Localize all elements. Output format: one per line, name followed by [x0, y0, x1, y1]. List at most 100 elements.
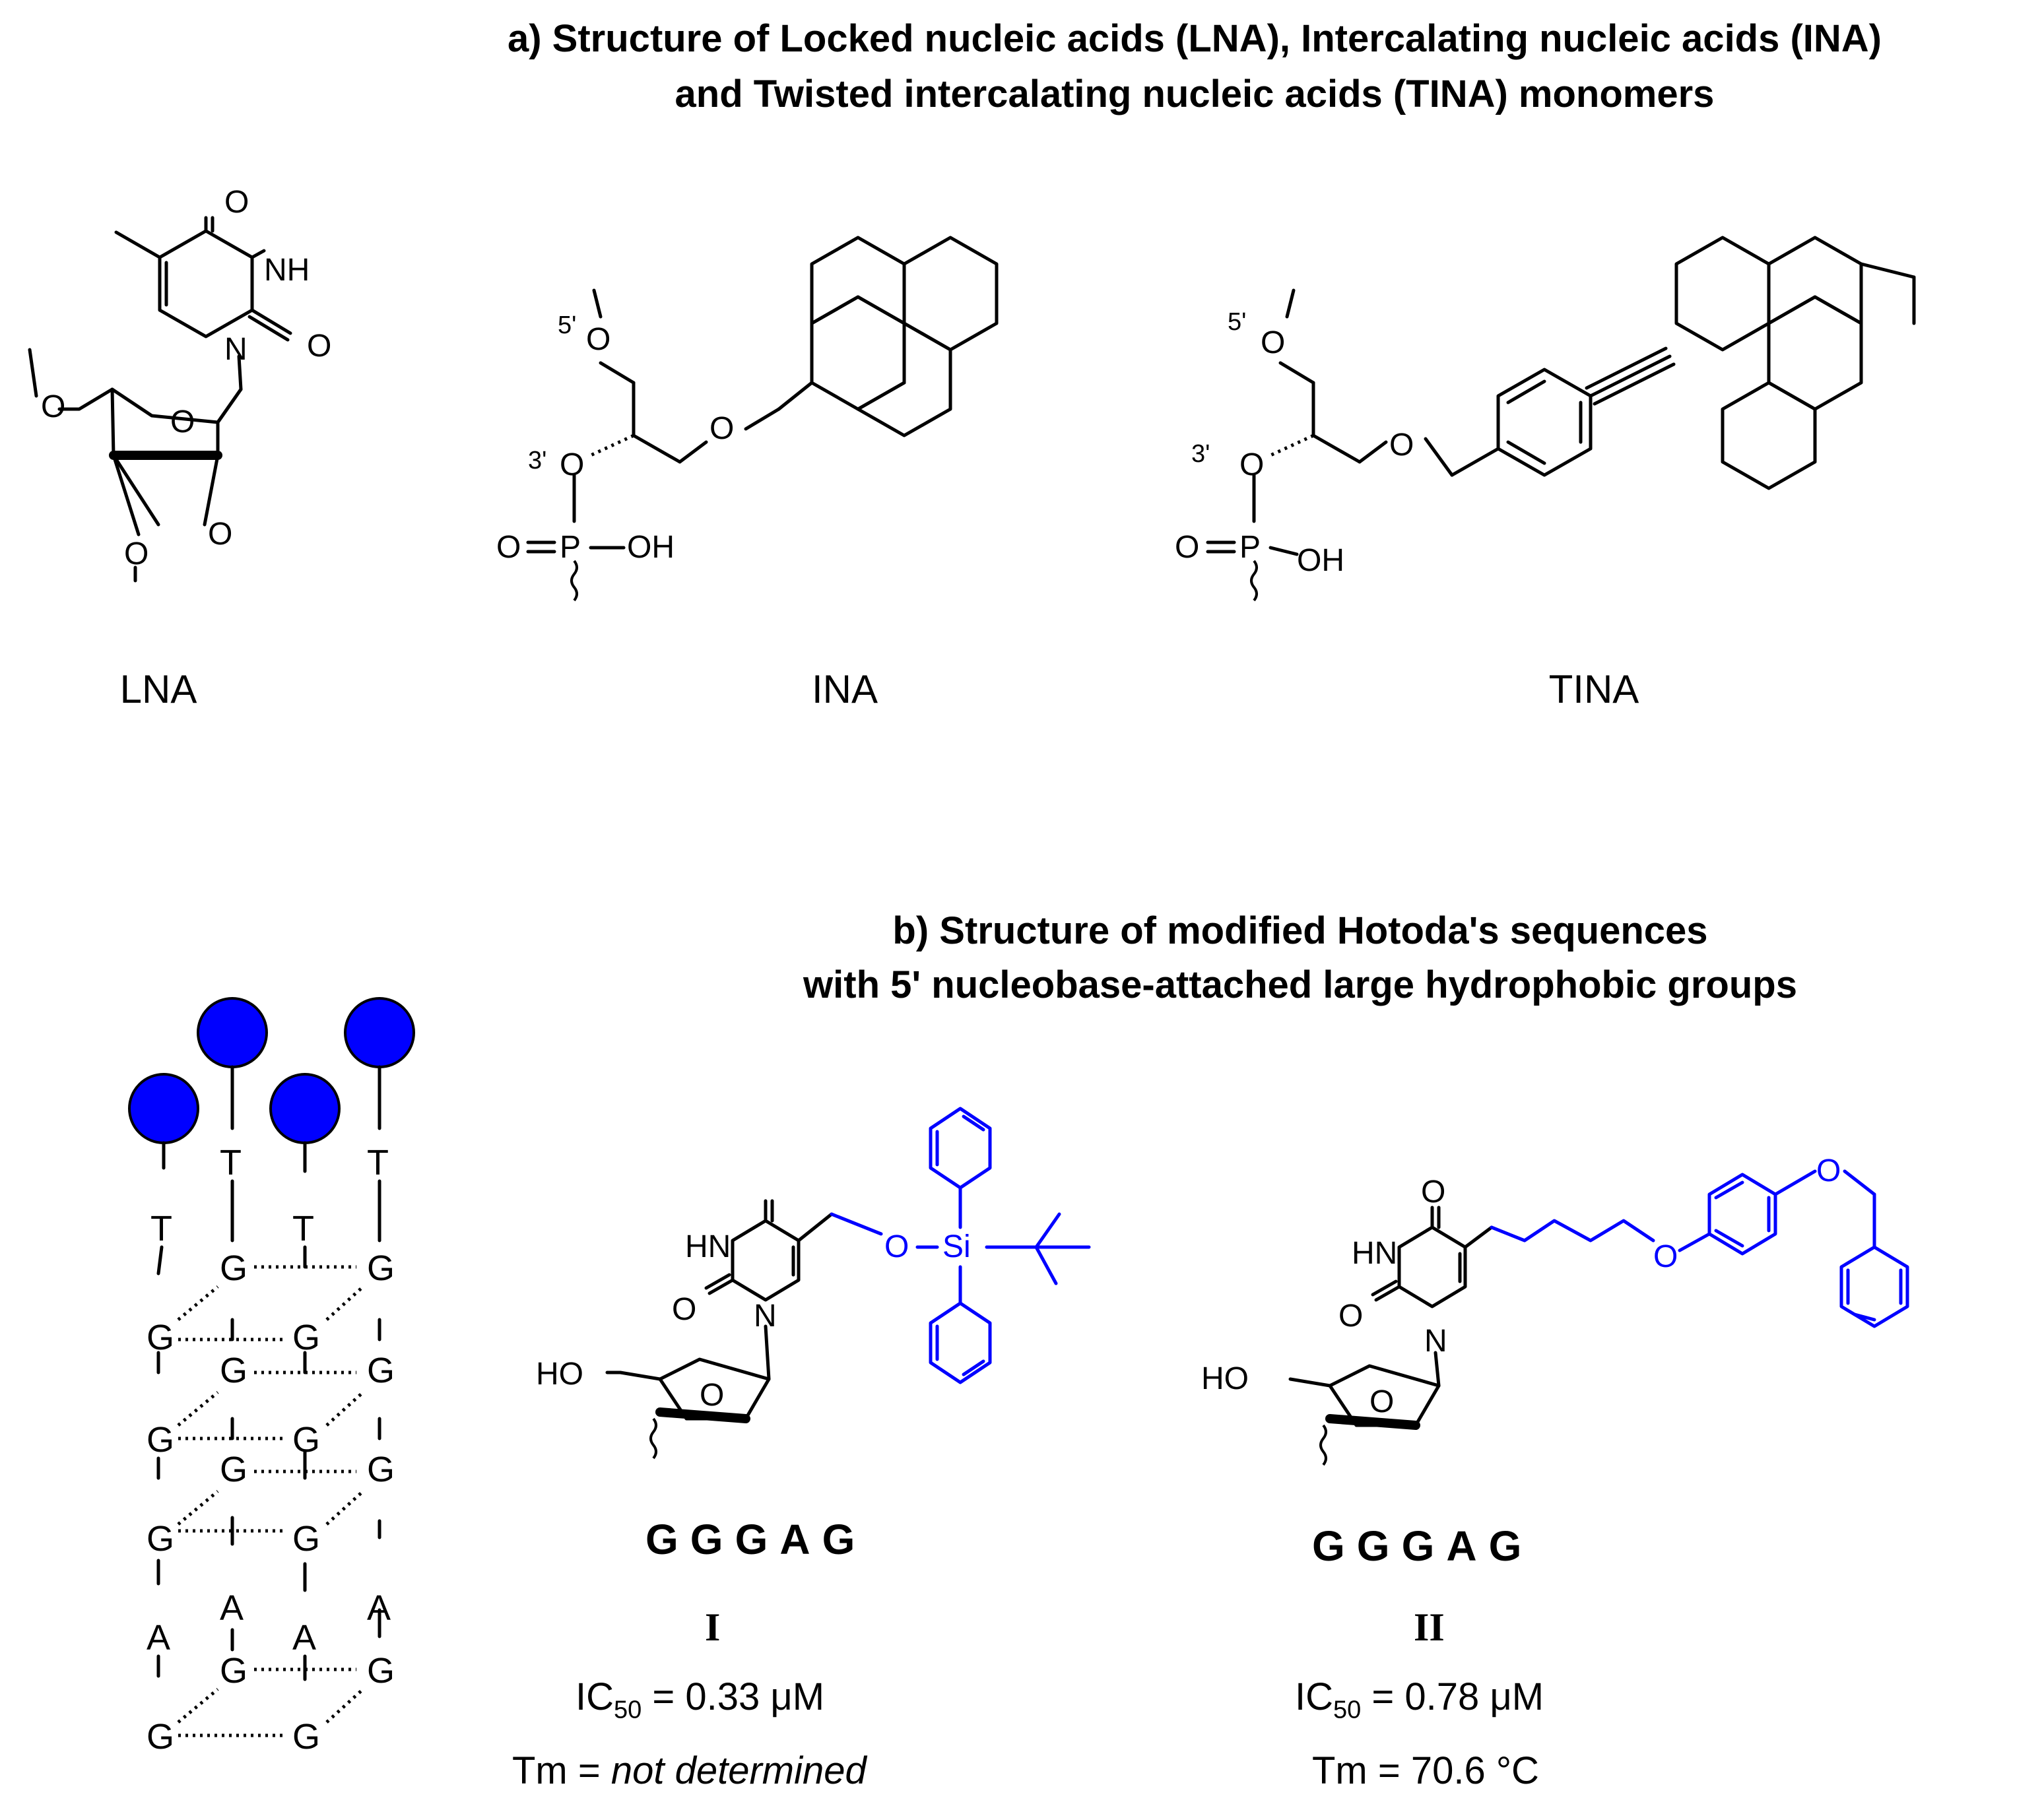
compound-II-ring-o: O: [1369, 1384, 1394, 1419]
compound-I-structure: [605, 1199, 834, 1460]
compound-I-hn: HN: [685, 1229, 731, 1264]
ina-p: P: [560, 530, 581, 565]
lna-structure: [28, 216, 292, 583]
lna-nh: NH: [264, 253, 310, 288]
ina-3prime: 3': [528, 447, 546, 474]
qx-g: G: [292, 1420, 320, 1460]
compound-I-si: Si: [942, 1229, 971, 1264]
compound-I-tm-value: not determined: [610, 1749, 867, 1792]
ina-o-5: O: [586, 322, 610, 357]
compound-II-ic50: IC50 = 0.78 μM: [1295, 1675, 1544, 1725]
compound-II-structure: [1288, 1206, 1494, 1466]
compound-I-ic50: IC50 = 0.33 μM: [576, 1675, 824, 1725]
compound-I-ic50-value: = 0.33 μM: [642, 1675, 825, 1718]
g-quadruplex: [128, 997, 415, 1737]
ina-structure: [526, 236, 999, 602]
compound-I-hydrophobic-group: [830, 1107, 1091, 1384]
qx-t3: T: [292, 1209, 314, 1248]
lna-3-o: O: [124, 536, 148, 571]
compound-I-ho: HO: [536, 1357, 583, 1392]
ina-5prime: 5': [558, 311, 576, 339]
lna-n: N: [224, 332, 247, 367]
compound-II-ether-o1: O: [1653, 1239, 1678, 1274]
qx-g: G: [147, 1420, 174, 1460]
compound-I-carbonyl-o-left: O: [672, 1292, 696, 1327]
qx-t2: T: [220, 1143, 242, 1182]
compound-II-tm: Tm = 70.6 °C: [1312, 1749, 1539, 1793]
compound-I-n: N: [754, 1299, 777, 1334]
tina-3prime: 3': [1191, 440, 1210, 468]
hydrophobic-ball-1: [128, 1073, 199, 1144]
ina-label: INA: [811, 667, 878, 711]
ina-ether-o: O: [709, 411, 734, 446]
compound-I-ring-o: O: [700, 1378, 724, 1413]
tina-ether-o: O: [1389, 428, 1414, 463]
qx-t1: T: [150, 1209, 172, 1248]
compound-II-ic50-prefix: IC: [1295, 1675, 1333, 1718]
lna-carbonyl-o-right: O: [307, 329, 331, 364]
qx-g: G: [220, 1351, 247, 1390]
compound-II-ic50-sub: 50: [1333, 1696, 1362, 1724]
compound-II-label: II: [1414, 1605, 1445, 1649]
qx-a: A: [367, 1588, 391, 1628]
compound-II-hydrophobic-group: [1490, 1169, 1909, 1328]
compound-I-ether-o: O: [884, 1229, 909, 1264]
section-b-title-line1: b) Structure of modified Hotoda's sequen…: [892, 909, 1708, 952]
qx-g: G: [292, 1519, 320, 1559]
tina-5prime: 5': [1228, 308, 1246, 336]
section-a-title-line2: and Twisted intercalating nucleic acids …: [675, 73, 1715, 115]
tina-o-3: O: [1239, 447, 1264, 482]
qx-g: G: [220, 1248, 247, 1288]
ina-oh: OH: [627, 530, 675, 565]
qx-g: G: [292, 1717, 320, 1757]
lna-ring-o: O: [170, 404, 195, 439]
compound-II-carbonyl-o-left: O: [1338, 1299, 1363, 1334]
qx-g: G: [367, 1450, 395, 1489]
qx-g: G: [367, 1351, 395, 1390]
hydrophobic-ball-4: [344, 997, 415, 1068]
qx-a: A: [220, 1588, 244, 1628]
qx-g: G: [367, 1248, 395, 1288]
lna-label: LNA: [119, 667, 197, 711]
qx-a: A: [147, 1618, 170, 1658]
section-a-title-line1: a) Structure of Locked nucleic acids (LN…: [508, 17, 1882, 60]
compound-II-hn: HN: [1352, 1236, 1397, 1271]
ina-o-3: O: [560, 447, 584, 482]
compound-I-tm: Tm = not determined: [512, 1749, 867, 1793]
compound-I-tm-prefix: Tm =: [512, 1749, 611, 1792]
qx-g: G: [292, 1318, 320, 1357]
qx-t4: T: [367, 1143, 389, 1182]
lna-bridge-o: O: [208, 517, 232, 552]
hydrophobic-ball-3: [269, 1073, 341, 1144]
compound-II-carbonyl-o-top: O: [1421, 1175, 1445, 1210]
compound-II-tm-value: 70.6 °C: [1410, 1749, 1539, 1792]
compound-I-ic50-sub: 50: [614, 1696, 642, 1724]
compound-II-ic50-value: = 0.78 μM: [1361, 1675, 1544, 1718]
tina-label: TINA: [1548, 667, 1639, 711]
compound-II-ether-o2: O: [1816, 1153, 1841, 1188]
qx-g: G: [147, 1318, 174, 1357]
qx-g: G: [147, 1717, 174, 1757]
compound-I-sequence: GGGAG: [645, 1516, 867, 1563]
qx-g: G: [147, 1519, 174, 1559]
tina-structure: [1206, 236, 1916, 602]
compound-I-label: I: [705, 1605, 721, 1649]
tina-o-5: O: [1261, 325, 1285, 360]
lna-carbonyl-o-top: O: [224, 185, 249, 220]
compound-II-n: N: [1424, 1324, 1447, 1359]
qx-g: G: [367, 1651, 395, 1691]
hydrophobic-ball-2: [197, 997, 268, 1068]
tina-p: P: [1239, 530, 1261, 565]
qx-g: G: [220, 1651, 247, 1691]
tina-po-o: O: [1175, 530, 1199, 565]
compound-II-ho: HO: [1201, 1361, 1249, 1396]
tina-oh: OH: [1297, 543, 1344, 578]
lna-5-o: O: [41, 389, 65, 424]
qx-g: G: [220, 1450, 247, 1489]
compound-I-ic50-prefix: IC: [576, 1675, 614, 1718]
qx-a: A: [292, 1618, 316, 1658]
compound-II-sequence: GGGAG: [1312, 1522, 1534, 1570]
section-b-title-line2: with 5' nucleobase-attached large hydrop…: [803, 963, 1797, 1006]
ina-po-o: O: [496, 530, 521, 565]
